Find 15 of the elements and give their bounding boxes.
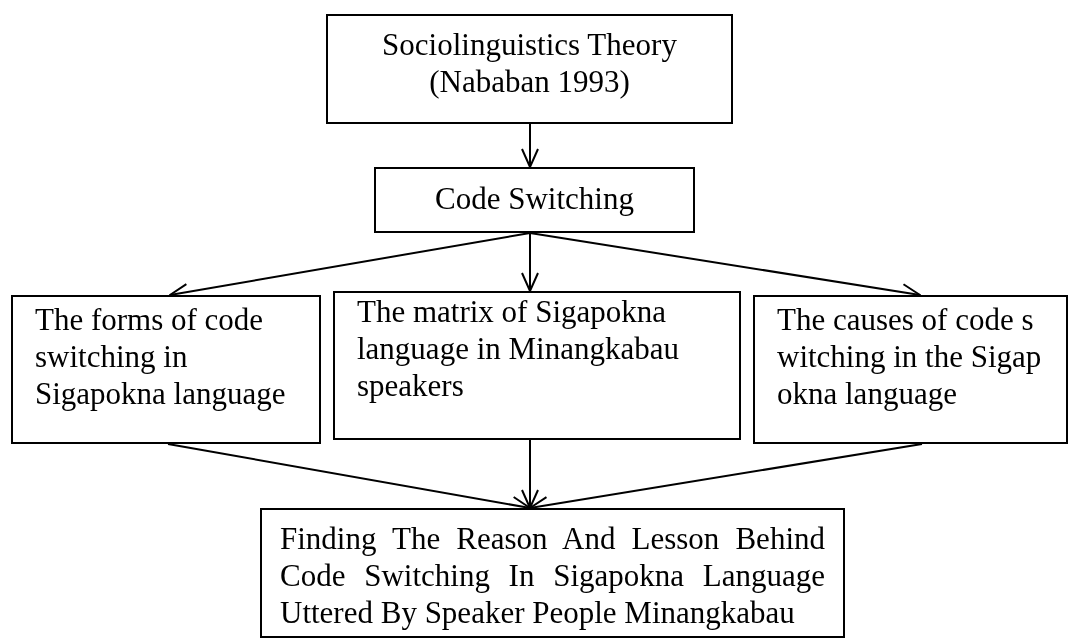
process-box bbox=[326, 14, 733, 124]
box-text: The matrix of Sigapokna language in Minangkabau speakers bbox=[357, 293, 680, 404]
box-text: Code Switching bbox=[434, 180, 635, 217]
process-box bbox=[11, 295, 321, 444]
arrow bbox=[521, 439, 539, 509]
process-box bbox=[374, 167, 695, 233]
box-text: Sociolinguistics Theory (Nababan 1993) bbox=[381, 26, 678, 100]
box-text: Finding The Reason And Lesson Behind Code Switching In Sigapokna Language Uttered By Speaker People Minangkabau bbox=[280, 520, 825, 631]
arrow bbox=[521, 123, 539, 168]
arrow bbox=[521, 232, 539, 292]
process-box bbox=[333, 291, 741, 440]
box-text: The forms of code switching in Sigapokna language bbox=[35, 301, 287, 412]
process-box bbox=[753, 295, 1068, 444]
process-box bbox=[260, 508, 845, 638]
box-text: The causes of code s witching in the Sigap okna language bbox=[777, 301, 1043, 412]
